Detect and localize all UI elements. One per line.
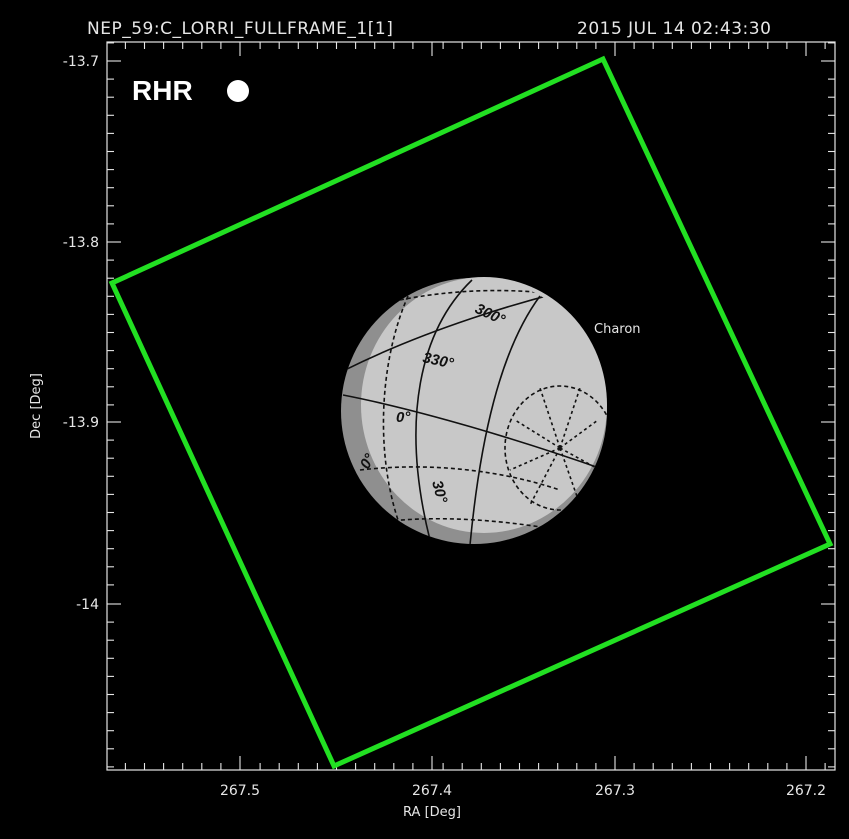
y-tick-label: -13.8 bbox=[63, 235, 99, 251]
body-name-label: Charon bbox=[594, 322, 641, 337]
x-tick-label: 267.2 bbox=[786, 783, 826, 799]
x-tick-label: 267.4 bbox=[412, 783, 452, 799]
graticule bbox=[341, 279, 607, 544]
axis-ticks bbox=[107, 42, 835, 770]
longitude-label: 0° bbox=[396, 409, 411, 426]
y-axis-title: Dec [Deg] bbox=[29, 373, 44, 439]
x-tick-label: 267.5 bbox=[220, 783, 260, 799]
datetime-label: 2015 JUL 14 02:43:30 bbox=[577, 19, 771, 39]
y-tick-label: -13.7 bbox=[63, 54, 99, 70]
longitude-label: 330° bbox=[421, 349, 456, 372]
rhr-badge-label: RHR bbox=[132, 75, 193, 106]
x-tick-label: 267.3 bbox=[595, 783, 635, 799]
x-axis-title: RA [Deg] bbox=[403, 805, 461, 820]
dot-icon bbox=[227, 80, 249, 102]
y-tick-label: -13.9 bbox=[63, 415, 99, 431]
fov-outline bbox=[108, 55, 834, 770]
charon-globe: 300° 330° 0° 0° 30° bbox=[341, 277, 607, 544]
longitude-label: 30° bbox=[428, 479, 451, 506]
y-tick-label: -14 bbox=[76, 597, 99, 613]
frame-id-label: NEP_59:C_LORRI_FULLFRAME_1[1] bbox=[87, 19, 393, 39]
plot-area bbox=[106, 41, 836, 771]
